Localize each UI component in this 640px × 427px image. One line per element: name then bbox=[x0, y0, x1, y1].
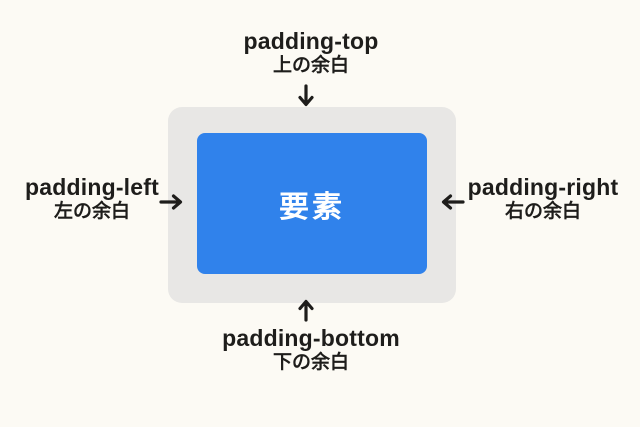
padding-right-description: 右の余白 bbox=[504, 201, 581, 222]
padding-bottom-description: 下の余白 bbox=[272, 352, 349, 373]
padding-left-property: padding-left bbox=[25, 174, 159, 200]
padding-top-property: padding-top bbox=[243, 28, 379, 54]
label-padding-top: padding-top 上の余白 bbox=[181, 28, 441, 78]
label-padding-bottom: padding-bottom 下の余白 bbox=[181, 325, 441, 375]
padding-bottom-property: padding-bottom bbox=[222, 325, 400, 351]
arrow-up-icon bbox=[298, 299, 314, 322]
label-padding-right: padding-right 右の余白 bbox=[459, 174, 627, 224]
arrow-right-icon bbox=[159, 194, 183, 210]
padding-top-description: 上の余白 bbox=[272, 55, 349, 76]
element-box: 要素 bbox=[197, 133, 427, 274]
element-label: 要素 bbox=[279, 190, 345, 224]
padding-left-description: 左の余白 bbox=[53, 201, 130, 222]
arrow-left-icon bbox=[441, 194, 465, 210]
label-padding-left: padding-left 左の余白 bbox=[8, 174, 176, 224]
padding-right-property: padding-right bbox=[467, 174, 619, 200]
arrow-down-icon bbox=[298, 84, 314, 107]
